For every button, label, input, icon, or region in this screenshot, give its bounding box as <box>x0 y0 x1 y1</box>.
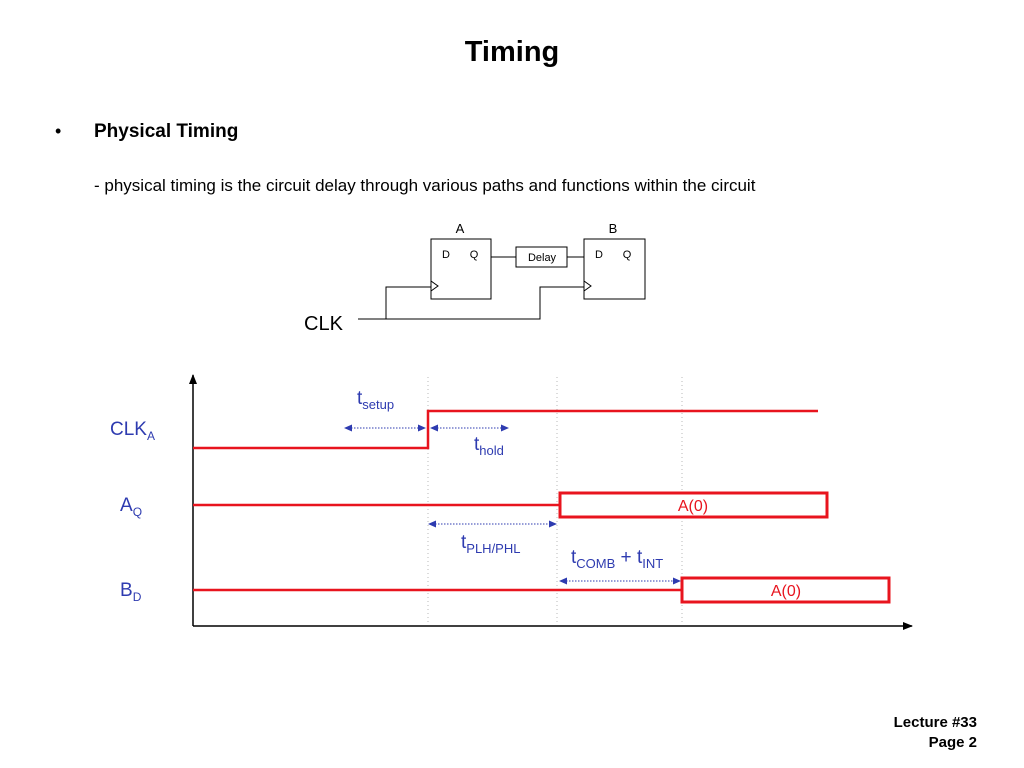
circuit-diagram: A D Q B D Q Delay CLK <box>304 221 646 335</box>
hold-label: thold <box>474 434 504 458</box>
flipflop-b-clock-triangle <box>583 280 592 292</box>
plh-label: tPLH/PHL <box>461 532 520 556</box>
flipflop-a-d-pin: D <box>442 249 450 261</box>
delay-label: Delay <box>528 252 557 264</box>
bd-value-box <box>680 576 891 604</box>
flipflop-a-box <box>430 238 492 300</box>
flipflop-a-q-pin: Q <box>470 249 479 261</box>
clock-wire <box>358 286 584 320</box>
slide-title: Timing <box>464 36 560 68</box>
aq-value-label: A(0) <box>678 498 708 515</box>
flipflop-b-d-pin: D <box>595 249 603 261</box>
comb-int-label: tCOMB + tINT <box>571 547 663 571</box>
flipflop-a-label: A <box>456 221 465 236</box>
aq-value-box <box>558 491 829 519</box>
page-number: Page 2 <box>928 734 977 751</box>
signal-label-a-q: AQ <box>120 495 142 519</box>
lecture-number: Lecture #33 <box>893 714 977 731</box>
bd-value-label: A(0) <box>771 583 801 600</box>
clk-label: CLK <box>304 313 344 335</box>
clk-a-waveform <box>193 409 818 450</box>
setup-label: tsetup <box>357 388 394 412</box>
signal-label-b-d: BD <box>120 580 142 604</box>
flipflop-a-clock-triangle <box>430 280 439 292</box>
slide-footer: Lecture #33 Page 2 <box>894 713 977 753</box>
flipflop-b-q-pin: Q <box>623 249 632 261</box>
flipflop-b-box <box>583 238 646 300</box>
description-text: - physical timing is the circuit delay t… <box>94 176 756 195</box>
flipflop-b-label: B <box>609 221 618 236</box>
bullet-heading: Physical Timing <box>94 121 239 142</box>
bullet-marker: • <box>55 121 62 141</box>
signal-label-clk-a: CLKA <box>110 419 155 443</box>
timing-diagram: A(0) A(0) CLKA AQ BD tsetup thold tPLH/P… <box>110 374 913 630</box>
